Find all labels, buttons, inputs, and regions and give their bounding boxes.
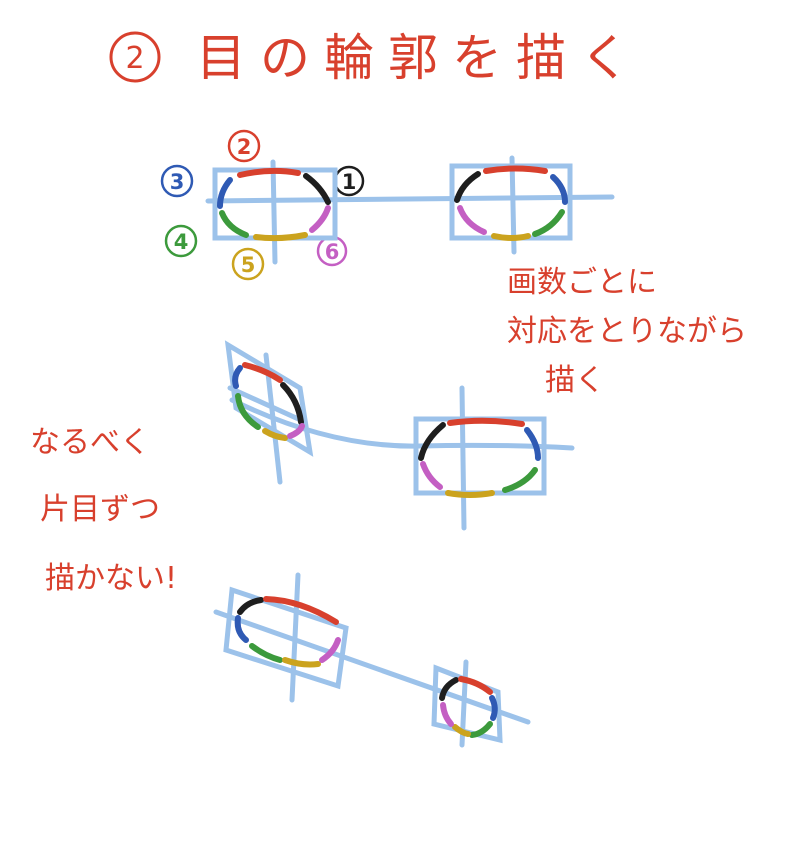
svg-text:3: 3 (170, 170, 185, 194)
stroke-3 (232, 365, 243, 389)
stroke-5 (452, 724, 471, 737)
stroke-5 (262, 428, 288, 441)
guide-cross (270, 159, 278, 265)
stroke-4 (469, 721, 493, 738)
eye-pair-front (205, 155, 615, 265)
stroke-2 (263, 596, 339, 625)
label-3: 3 (160, 164, 194, 198)
eye-line-front (205, 194, 615, 204)
title: 2 目の輪郭を描く (109, 29, 644, 87)
svg-text:4: 4 (174, 230, 189, 254)
eye-line-turned (229, 397, 575, 451)
guide-cross-h (227, 385, 308, 425)
stroke-6 (420, 461, 443, 490)
title-text: 目の輪郭を描く (196, 29, 644, 87)
eye-pair-turned (224, 340, 575, 531)
tilted-right-eye (431, 659, 503, 748)
stroke-1 (280, 382, 304, 425)
title-number-circle (109, 31, 161, 83)
stroke-3 (524, 427, 541, 461)
stroke-2 (242, 362, 283, 383)
guide-cross (459, 385, 467, 531)
stroke-6 (319, 637, 341, 663)
stroke-5 (445, 490, 495, 498)
stroke-6 (457, 205, 487, 235)
stroke-4 (235, 393, 261, 430)
svg-text:2: 2 (237, 135, 252, 159)
label-1: 1 (333, 165, 365, 197)
tilted-left-eye (223, 572, 349, 703)
stroke-2 (458, 676, 493, 695)
label-2: 2 (227, 129, 261, 163)
stroke-3 (550, 174, 568, 205)
stroke-1 (454, 171, 481, 203)
stroke-2 (447, 417, 525, 427)
stroke-5 (253, 232, 308, 242)
note-left-line-3: 描かない! (45, 561, 177, 596)
stroke-4 (502, 467, 538, 493)
front-right-eye (449, 155, 573, 255)
note-left: なるべく 片目ずつ 描かない! (30, 425, 177, 596)
label-4: 4 (164, 224, 198, 258)
guide-box (223, 586, 349, 690)
note-left-line-2: 片目ずつ (40, 492, 160, 527)
label-5: 5 (231, 247, 265, 281)
svg-text:6: 6 (325, 240, 340, 264)
stroke-6 (309, 205, 331, 233)
note-left-line-1: なるべく (30, 425, 150, 460)
stroke-3 (489, 695, 498, 721)
stroke-1 (418, 422, 446, 461)
stroke-4 (532, 209, 565, 237)
stroke-6 (287, 423, 305, 439)
stroke-2 (237, 167, 301, 178)
svg-text:5: 5 (241, 253, 256, 277)
title-number: 2 (125, 41, 144, 76)
stroke-4 (249, 643, 283, 663)
label-6: 6 (316, 235, 348, 267)
stroke-1 (303, 173, 331, 205)
note-right-line-3: 描く (545, 363, 605, 398)
turned-right-eye (413, 385, 547, 531)
note-right: 画数ごとに 対応をとりながら 描く (507, 265, 747, 398)
stroke-2 (483, 165, 548, 174)
stroke-1 (439, 677, 459, 701)
svg-text:1: 1 (342, 170, 357, 194)
stroke-5 (491, 233, 531, 241)
note-right-line-2: 対応をとりながら (507, 314, 747, 349)
eye-pair-tilted (213, 572, 531, 748)
guide-cross (289, 572, 301, 703)
stroke-6 (440, 702, 454, 727)
stroke-4 (219, 210, 249, 238)
note-right-line-1: 画数ごとに (507, 265, 657, 300)
front-left-eye (212, 159, 338, 265)
stroke-3 (234, 615, 249, 643)
stroke-labels: 1 2 3 4 5 6 (160, 129, 365, 281)
stroke-1 (237, 597, 264, 615)
turned-left-eye (224, 340, 314, 485)
stroke-5 (282, 657, 321, 668)
stroke-3 (217, 177, 233, 209)
eye-line-tilted (213, 609, 531, 725)
